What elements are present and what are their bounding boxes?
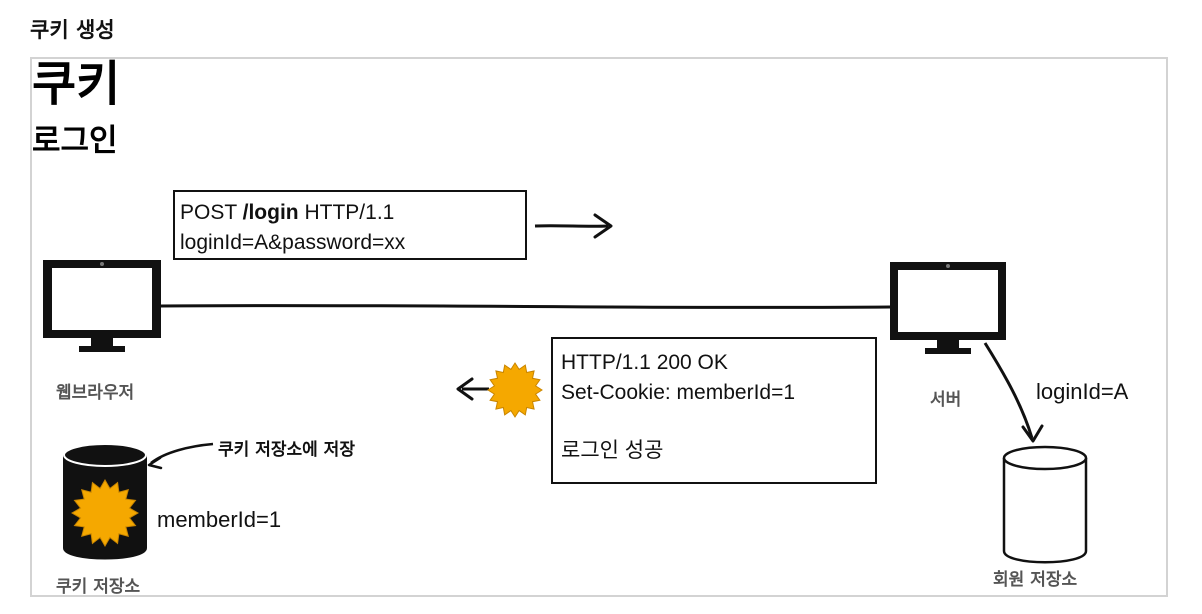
server-monitor-icon bbox=[890, 262, 1006, 354]
member-store-cylinder-icon bbox=[1002, 445, 1088, 564]
response-arrow-icon bbox=[456, 377, 489, 401]
member-store-lookup: loginId=A bbox=[1036, 379, 1129, 404]
slide-subtitle: 로그인 bbox=[32, 123, 118, 159]
cookie-burst-shape bbox=[70, 478, 140, 548]
response-set-cookie-header: Set-Cookie: memberId=1 bbox=[561, 381, 796, 405]
browser-monitor-icon bbox=[43, 260, 161, 352]
response-body: 로그인 성공 bbox=[561, 438, 664, 462]
server-label: 서버 bbox=[930, 390, 962, 410]
cookie-burst-shape bbox=[487, 362, 543, 418]
response-blank-line bbox=[561, 409, 875, 436]
browser-label: 웹브라우저 bbox=[56, 383, 135, 403]
cookie-store-annotation: 쿠키 저장소에 저장 bbox=[218, 440, 355, 460]
stored-cookie-icon bbox=[70, 478, 140, 548]
request-path: /login bbox=[242, 201, 299, 224]
cookie-store-label: 쿠키 저장소 bbox=[56, 577, 141, 597]
response-cookie-icon bbox=[487, 362, 543, 418]
response-message-box: HTTP/1.1 200 OK Set-Cookie: memberId=1 로… bbox=[551, 337, 877, 484]
cookie-store-value: memberId=1 bbox=[157, 507, 282, 532]
page-title: 쿠키 생성 bbox=[30, 18, 115, 42]
request-arrow-icon bbox=[534, 213, 613, 239]
member-store-label: 회원 저장소 bbox=[993, 570, 1078, 590]
slide-title: 쿠키 bbox=[32, 56, 121, 112]
annotation-arrow-icon bbox=[147, 442, 214, 470]
request-message-box: POST /login HTTP/1.1 loginId=A&password=… bbox=[173, 190, 527, 260]
connection-line bbox=[159, 304, 893, 309]
request-start-line: POST /login HTTP/1.1 bbox=[180, 198, 525, 228]
lookup-arrow-icon bbox=[983, 342, 1044, 443]
request-method: POST bbox=[180, 201, 243, 224]
request-body: loginId=A&password=xx bbox=[180, 231, 406, 255]
response-status-line: HTTP/1.1 200 OK bbox=[561, 351, 728, 374]
request-version: HTTP/1.1 bbox=[298, 201, 395, 224]
